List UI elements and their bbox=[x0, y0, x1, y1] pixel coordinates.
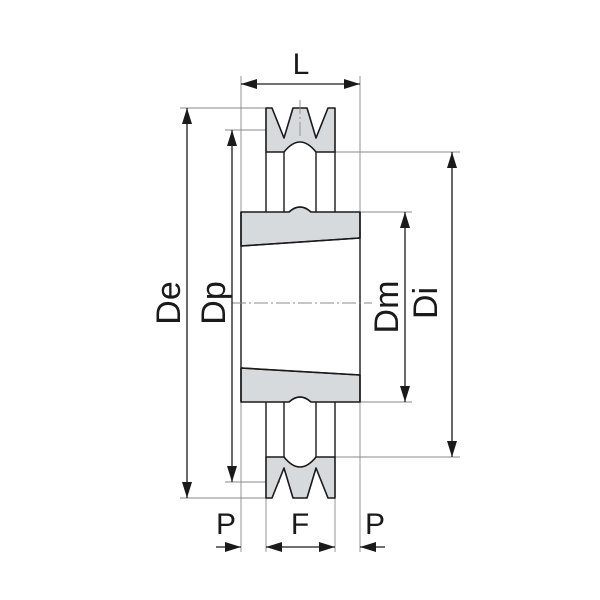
arrow-p-right bbox=[360, 542, 376, 552]
arrow-p-left bbox=[225, 542, 241, 552]
arrow-l-right bbox=[344, 79, 360, 89]
arrow-dm-bottom bbox=[400, 386, 410, 402]
label-dp: Dp bbox=[195, 281, 233, 324]
label-di: Di bbox=[407, 287, 445, 319]
label-l: L bbox=[293, 48, 310, 81]
label-de: De bbox=[150, 281, 188, 324]
arrow-de-bottom bbox=[182, 482, 192, 498]
hub-upper-section bbox=[240, 206, 361, 247]
label-f: F bbox=[291, 508, 309, 541]
rim-grooves-top bbox=[265, 107, 336, 153]
arrow-dp-bottom bbox=[227, 466, 237, 482]
arrow-dm-top bbox=[400, 212, 410, 228]
arrow-f-right bbox=[319, 542, 335, 552]
pulley-section bbox=[240, 107, 361, 499]
bore-edges bbox=[240, 237, 361, 376]
dimension-labels: L De Dp Dm Di P F P bbox=[150, 48, 445, 541]
hub-lower-section bbox=[240, 367, 361, 403]
arrow-dp-top bbox=[227, 130, 237, 146]
rim-grooves-bottom bbox=[265, 456, 336, 499]
arrow-f-left bbox=[266, 542, 282, 552]
arrow-di-top bbox=[447, 152, 457, 168]
extension-lines bbox=[180, 76, 460, 552]
label-p-left: P bbox=[216, 508, 236, 541]
label-p-right: P bbox=[365, 508, 385, 541]
dimension-lines bbox=[182, 79, 457, 552]
label-dm: Dm bbox=[368, 281, 406, 334]
arrow-l-left bbox=[241, 79, 257, 89]
arrow-di-bottom bbox=[447, 441, 457, 457]
arrow-de-top bbox=[182, 108, 192, 124]
